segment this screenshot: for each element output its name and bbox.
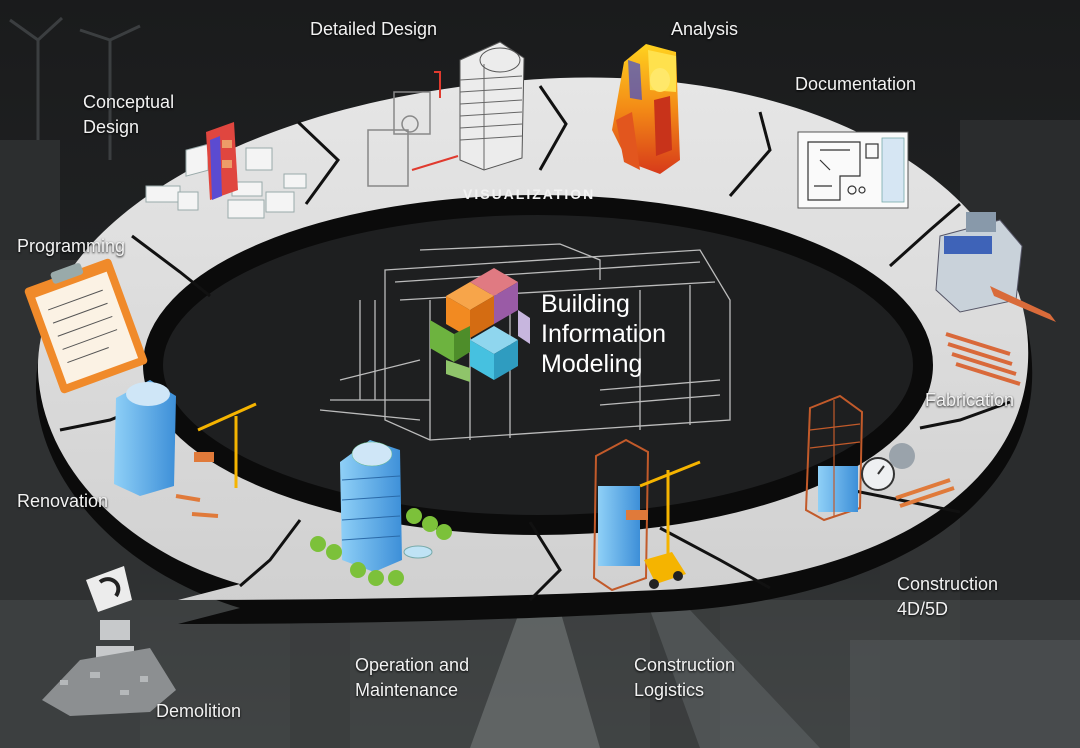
- analysis-heatmap-icon: [612, 44, 680, 174]
- stage-label-operation-maintenance: Operation and Maintenance: [355, 655, 470, 700]
- operated-building-icon: [310, 440, 452, 586]
- construction-crane-icon: [592, 438, 701, 592]
- demolition-rubble-icon: [42, 566, 176, 716]
- clipboard-icon: [24, 258, 148, 394]
- stage-label-demolition: Demolition: [156, 701, 242, 721]
- stage-label-documentation: Documentation: [795, 74, 917, 94]
- massing-model-icon: [145, 122, 307, 219]
- floor-plan-drawing-icon: [797, 131, 909, 209]
- stage-label-detailed-design: Detailed Design: [310, 19, 438, 39]
- renovation-crane-icon: [114, 380, 257, 518]
- stage-label-fabrication: Fabrication: [925, 390, 1015, 410]
- detailed-tower-icon: [367, 41, 525, 187]
- stage-label-renovation: Renovation: [17, 491, 109, 511]
- visualization-ring-label: VISUALIZATION: [463, 186, 596, 202]
- construction-cost-icon: [804, 394, 955, 522]
- bim-cube-logo-icon: [430, 268, 530, 382]
- stage-label-analysis: Analysis: [671, 19, 739, 39]
- stage-label-construction-logistics: Construction Logistics: [634, 655, 736, 700]
- bim-title-line-3: Modeling: [541, 350, 643, 378]
- stage-label-programming: Programming: [17, 236, 126, 256]
- bim-title: Building Information Modeling: [541, 289, 666, 379]
- stage-label-conceptual-design: Conceptual Design: [83, 92, 175, 137]
- bim-title-line-1: Building: [541, 290, 630, 318]
- fabrication-machine-icon: [935, 212, 1056, 386]
- lifecycle-ring: [35, 77, 1033, 661]
- stage-label-construction-4d5d: Construction 4D/5D: [897, 574, 999, 619]
- bim-title-line-2: Information: [541, 320, 667, 348]
